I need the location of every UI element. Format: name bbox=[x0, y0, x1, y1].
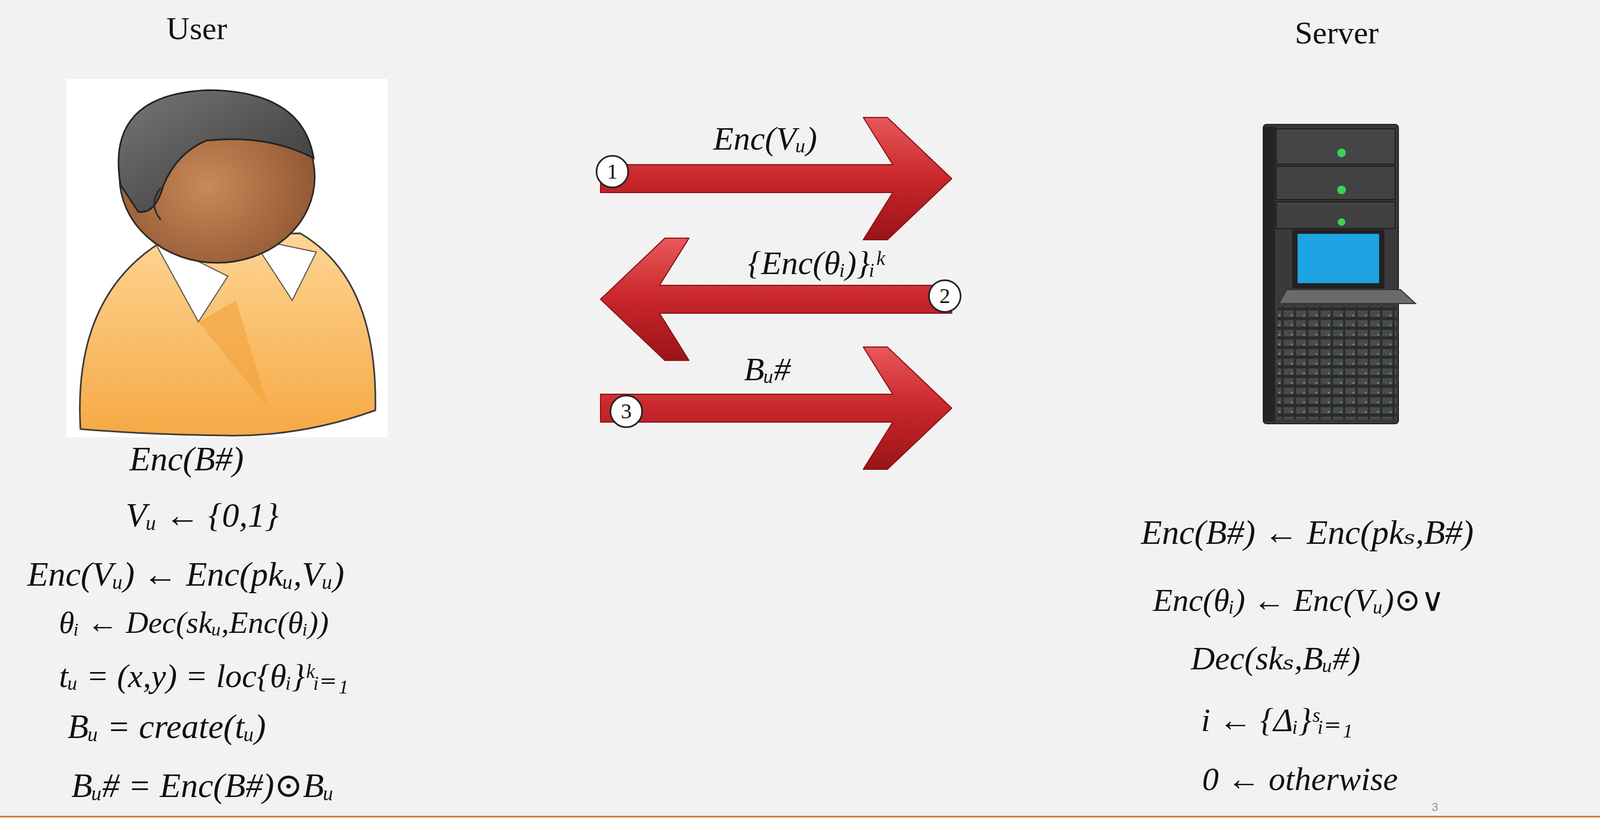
formula: 0 ← otherwise bbox=[1202, 758, 1398, 799]
formula: Bᵤ# = Enc(B#)⊙Bᵤ bbox=[71, 765, 335, 807]
page-number: 3 bbox=[1431, 800, 1439, 814]
actor-node: Server bbox=[951, 10, 1488, 446]
formula: Enc(θᵢ) ← Enc(Vᵤ)⊙∨ bbox=[1152, 580, 1445, 620]
block-arrow bbox=[600, 238, 952, 361]
node-heading: Server bbox=[1294, 13, 1380, 53]
callout-number: 2 bbox=[928, 279, 962, 313]
message-label: {Enc(θᵢ)}ᵢᵏ bbox=[744, 242, 888, 283]
formula: Vᵤ ← {0,1} bbox=[125, 494, 279, 537]
actor-node: User bbox=[32, 10, 601, 446]
block-arrow bbox=[600, 346, 952, 470]
message-label: Bᵤ# bbox=[740, 349, 794, 389]
formula: θᵢ ← Dec(skᵤ,Enc(θᵢ)) bbox=[58, 603, 329, 642]
message-label: Enc(Vᵤ) bbox=[709, 118, 821, 159]
formula: i ← {Δᵢ}ˢᵢ₌₁ bbox=[1201, 699, 1353, 740]
footer-rule bbox=[0, 815, 1600, 818]
callout-number: 3 bbox=[609, 394, 643, 428]
callout-number: 1 bbox=[595, 154, 629, 189]
user-figure bbox=[66, 78, 388, 437]
formula: Enc(Vᵤ) ← Enc(pkᵤ,Vᵤ) bbox=[27, 553, 345, 596]
formula: tᵤ = (x,y) = loc{θᵢ}ᵏᵢ₌₁ bbox=[58, 655, 349, 696]
formula: Bᵤ = create(tᵤ) bbox=[67, 706, 266, 748]
node-heading: User bbox=[166, 9, 227, 48]
formula: Dec(skₛ,Bᵤ#) bbox=[1190, 638, 1361, 678]
formula: Enc(B#) bbox=[129, 438, 244, 480]
server-rack bbox=[1263, 124, 1416, 424]
block-arrow bbox=[600, 117, 952, 240]
formula: Enc(B#) ← Enc(pkₛ,B#) bbox=[1141, 512, 1474, 554]
